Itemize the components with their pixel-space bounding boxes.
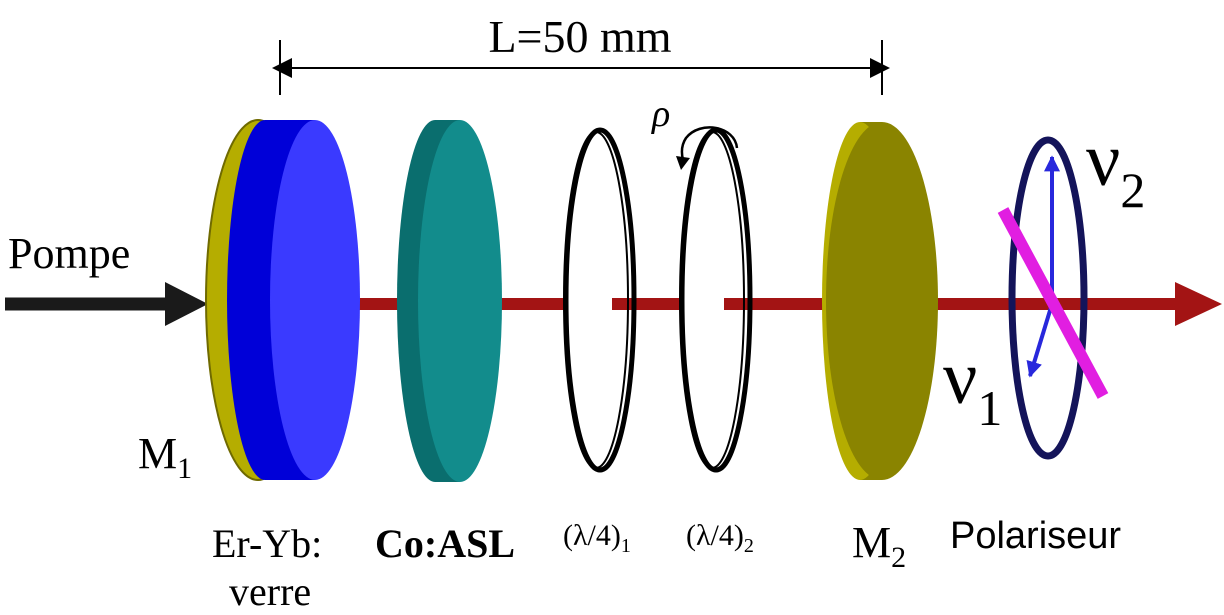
gain-medium-label: Er-Yb: [212, 521, 322, 566]
waveplate2-label: (λ/4)2 [686, 519, 754, 557]
nu2-symbol: ν [1086, 118, 1120, 202]
waveplate1-label: (λ/4)1 [563, 519, 631, 557]
pump-label: Pompe [8, 229, 130, 278]
m1-letter: M [138, 429, 177, 478]
cavity-length-dimension: L=50 mm [272, 11, 890, 95]
output-arrowhead [1175, 282, 1222, 326]
m2-letter: M [852, 518, 891, 567]
saturable-absorber-disk [397, 120, 502, 482]
saturable-absorber-label: Co:ASL [375, 521, 515, 566]
polarizer-transmission-axis [997, 207, 1109, 399]
nu2-subscript: 2 [1120, 162, 1145, 218]
waveplate1-text: (λ/4) [563, 519, 621, 552]
waveplate1-subscript: 1 [621, 535, 631, 557]
nu1-subscript: 1 [977, 380, 1002, 436]
mirror-m2 [822, 122, 938, 480]
m2-label: M2 [852, 518, 906, 574]
gain-medium-label-line2: verre [229, 569, 311, 614]
nu1-label: ν1 [943, 336, 1002, 436]
waveplate2-text: (λ/4) [686, 519, 744, 552]
polarizer-ring [1008, 136, 1088, 460]
gain-medium-disk [227, 120, 360, 480]
polarizer-label: Polariseur [950, 515, 1121, 557]
cavity-length-label: L=50 mm [488, 11, 671, 62]
nu2-label: ν2 [1086, 118, 1145, 218]
polarization-vector-nu1 [1026, 303, 1054, 378]
rotation-symbol: ρ [651, 93, 670, 135]
quarter-wave-plate-2 [679, 127, 753, 473]
polarizer [997, 136, 1109, 460]
m1-label: M1 [138, 429, 192, 485]
nu1-symbol: ν [943, 336, 977, 420]
rotation-arrow [676, 126, 739, 170]
waveplate2-subscript: 2 [744, 535, 754, 557]
m1-subscript: 1 [177, 452, 192, 485]
quarter-wave-plate-1 [563, 127, 637, 473]
m2-subscript: 2 [891, 541, 906, 574]
pump-arrow [5, 282, 208, 326]
